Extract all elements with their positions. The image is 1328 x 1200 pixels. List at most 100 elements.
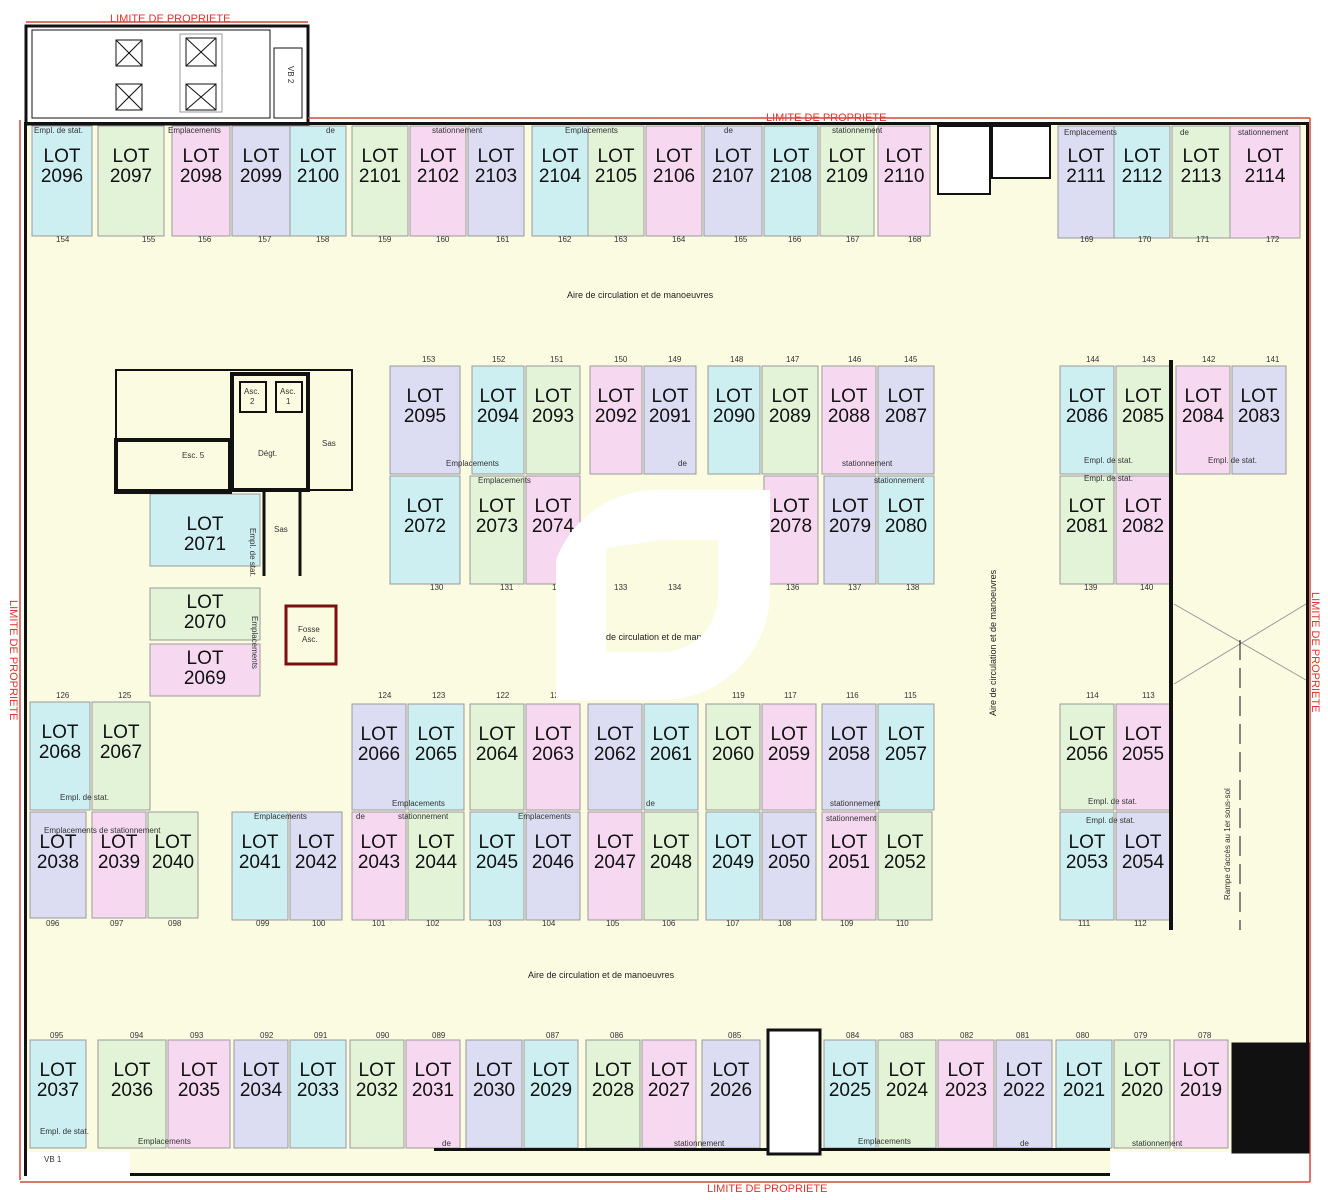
lot-space[interactable] bbox=[819, 125, 875, 237]
lot-space[interactable] bbox=[821, 703, 877, 811]
lot-space[interactable] bbox=[1113, 1039, 1171, 1149]
lot-space[interactable] bbox=[761, 811, 817, 921]
lot-space[interactable] bbox=[351, 125, 409, 237]
lot-space[interactable] bbox=[31, 125, 93, 237]
lot-space[interactable] bbox=[29, 701, 91, 811]
lot-space[interactable] bbox=[1115, 475, 1171, 585]
lot-space[interactable] bbox=[409, 125, 467, 237]
lot-space[interactable] bbox=[351, 703, 407, 811]
lot-space[interactable] bbox=[29, 1039, 87, 1149]
lot-space[interactable] bbox=[761, 703, 817, 811]
lot-space[interactable] bbox=[465, 1039, 523, 1149]
lot-space[interactable] bbox=[525, 811, 581, 921]
lot-space[interactable] bbox=[877, 125, 931, 237]
lot-space[interactable] bbox=[349, 1039, 405, 1149]
lot-space[interactable] bbox=[525, 365, 581, 475]
lot-space[interactable] bbox=[29, 811, 87, 919]
lot-space[interactable] bbox=[877, 475, 935, 585]
lot-space[interactable] bbox=[643, 811, 699, 921]
lot-space[interactable] bbox=[1059, 475, 1115, 585]
lot-space[interactable] bbox=[585, 1039, 641, 1149]
lot-space[interactable] bbox=[877, 1039, 937, 1149]
lot-space[interactable] bbox=[1229, 125, 1301, 239]
lot-space[interactable] bbox=[761, 365, 819, 475]
lot-space[interactable] bbox=[1113, 125, 1171, 239]
lot-space[interactable] bbox=[407, 811, 465, 921]
lot-space[interactable] bbox=[467, 125, 525, 237]
lot-space[interactable] bbox=[823, 1039, 877, 1149]
lot-space[interactable] bbox=[707, 365, 761, 475]
lot-space[interactable] bbox=[1115, 811, 1171, 921]
lot-space[interactable] bbox=[701, 1039, 761, 1149]
lot-space[interactable] bbox=[289, 811, 343, 921]
lot-space[interactable] bbox=[97, 125, 165, 237]
lot-space[interactable] bbox=[1059, 365, 1115, 475]
lot-space[interactable] bbox=[705, 703, 761, 811]
lot-space[interactable] bbox=[823, 475, 877, 585]
lot-space[interactable] bbox=[877, 703, 935, 811]
lot-space[interactable] bbox=[389, 475, 461, 585]
lot-space[interactable] bbox=[405, 1039, 461, 1149]
lot-space[interactable] bbox=[937, 1039, 995, 1149]
lot-space[interactable] bbox=[389, 365, 461, 475]
lot-space[interactable] bbox=[1173, 1039, 1229, 1149]
lot-space[interactable] bbox=[231, 125, 291, 237]
lot-space[interactable] bbox=[1175, 365, 1231, 475]
lot-space[interactable] bbox=[233, 1039, 289, 1149]
lot-space[interactable] bbox=[469, 475, 525, 585]
